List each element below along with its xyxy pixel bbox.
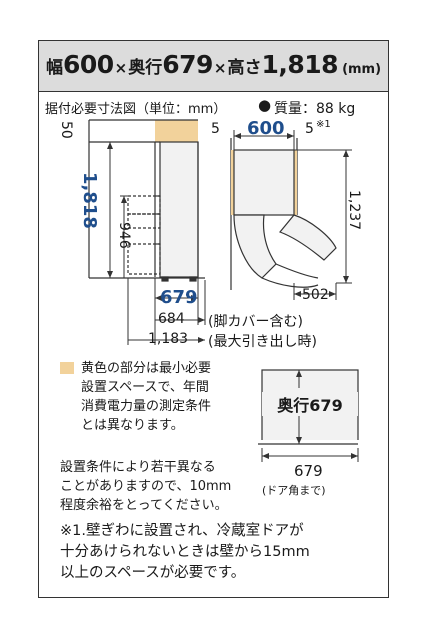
depth-684-label: 684 xyxy=(158,311,185,327)
depth-1183-note: (最大引き出し時) xyxy=(208,334,317,350)
depth-label: 奥行 xyxy=(128,58,163,78)
small-bottom-value: 679 xyxy=(294,462,323,480)
legend-swatch xyxy=(60,362,74,374)
footnote: ※1.壁ぎわに設置され、冷蔵室ドアが 十分あけられないときは壁から15mm 以上… xyxy=(60,523,310,581)
width-600-label: 600 xyxy=(247,118,285,139)
top-clearance-label: 50 xyxy=(58,121,74,139)
times-sign: × xyxy=(213,59,227,77)
small-depth-label: 奥行679 xyxy=(262,392,358,416)
right-gap-note: ※1 xyxy=(316,119,331,130)
height-label: 高さ xyxy=(227,58,262,78)
top-view-arrows xyxy=(234,133,349,297)
diagram-subtitle: 据付必要寸法図（単位：mm） xyxy=(45,102,227,117)
top-clearance-area xyxy=(155,120,198,142)
small-bottom-note: (ドア角まで) xyxy=(262,484,326,497)
weight-text: 質量：88 kg xyxy=(274,101,356,117)
drawer-open-3 xyxy=(127,243,161,275)
drawer-open-2 xyxy=(127,213,161,229)
top-view-fridge xyxy=(230,138,337,290)
weight-bullet: ● xyxy=(258,96,272,114)
dimensions-header: 幅 600 × 奥行 679 × 高さ 1,818 (mm) xyxy=(38,40,389,92)
right-gap-label: 5 xyxy=(305,121,314,137)
depth-684-note: (脚カバー含む) xyxy=(208,314,303,330)
depth-679-label: 679 xyxy=(160,287,198,308)
unit-label: (mm) xyxy=(342,62,382,77)
height-value: 1,818 xyxy=(261,50,339,79)
small-view-arrows xyxy=(262,370,358,459)
depth-value: 679 xyxy=(162,50,213,79)
left-gap-label: 5 xyxy=(211,121,220,137)
door-depth-label: 1,237 xyxy=(346,190,362,231)
depth-1183-label: 1,183 xyxy=(148,331,189,347)
side-view-arrows xyxy=(107,142,205,343)
total-height-label: 1,818 xyxy=(79,172,100,229)
width-value: 600 xyxy=(62,50,114,79)
width-label: 幅 xyxy=(45,58,63,78)
side-view-dimensions xyxy=(105,141,206,345)
times-sign: × xyxy=(114,59,128,77)
height-946-label: 946 xyxy=(116,222,132,249)
side-view-fridge xyxy=(88,119,205,282)
legend-text: 黄色の部分は最小必要 設置スペースで、年間 消費電力量の測定条件 とは異なります… xyxy=(81,361,212,433)
fridge-body-side xyxy=(159,141,199,278)
install-note: 設置条件により若干異なる ことがありますので、10mm 程度余裕をとってください… xyxy=(60,460,232,513)
door-502-label: 502 xyxy=(302,287,329,303)
